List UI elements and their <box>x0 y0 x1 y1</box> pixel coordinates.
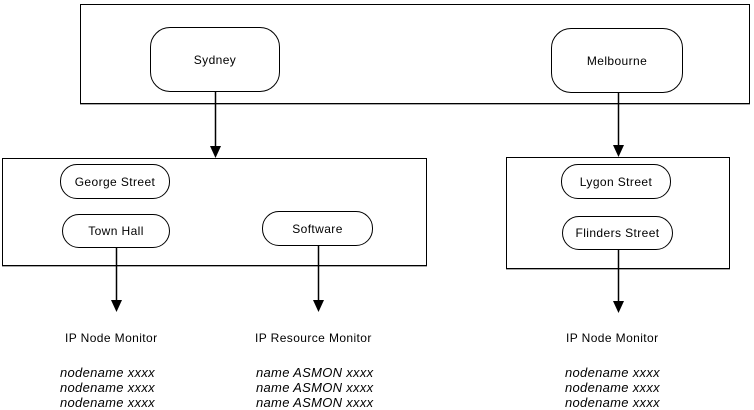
node-lygon-street-label: Lygon Street <box>579 174 653 189</box>
node-flinders-street: Flinders Street <box>562 216 673 250</box>
monitor-node-list: name ASMON xxxx name ASMON xxxx name ASM… <box>256 365 373 410</box>
monitor-town-hall: IP Node Monitor nodename xxxx nodename x… <box>60 331 158 410</box>
monitor-line: nodename xxxx <box>565 395 660 410</box>
monitor-node-list: nodename xxxx nodename xxxx nodename xxx… <box>565 365 660 410</box>
monitor-line: nodename xxxx <box>565 365 660 380</box>
node-software: Software <box>262 211 373 246</box>
node-george-street-label: George Street <box>74 174 156 189</box>
node-flinders-street-label: Flinders Street <box>575 226 660 240</box>
monitor-title: IP Node Monitor <box>566 331 659 345</box>
monitor-title: IP Node Monitor <box>65 331 158 345</box>
node-melbourne-label: Melbourne <box>586 53 648 68</box>
monitor-line: nodename xxxx <box>60 395 155 410</box>
monitor-line: nodename xxxx <box>565 380 660 395</box>
node-lygon-street: Lygon Street <box>561 164 671 199</box>
monitor-line: name ASMON xxxx <box>256 365 374 380</box>
node-software-label: Software <box>292 221 343 236</box>
monitor-line: nodename xxxx <box>60 380 155 395</box>
node-town-hall: Town Hall <box>62 214 170 248</box>
node-george-street: George Street <box>60 164 170 199</box>
monitor-node-list: nodename xxxx nodename xxxx nodename xxx… <box>60 365 158 410</box>
monitor-software: IP Resource Monitor name ASMON xxxx name… <box>255 331 373 410</box>
node-sydney: Sydney <box>150 27 280 92</box>
monitor-line: name ASMON xxxx <box>256 395 374 410</box>
monitor-flinders-street: IP Node Monitor nodename xxxx nodename x… <box>565 331 660 410</box>
node-melbourne: Melbourne <box>551 28 683 93</box>
node-town-hall-label: Town Hall <box>88 224 144 238</box>
monitor-title: IP Resource Monitor <box>255 331 372 345</box>
node-sydney-label: Sydney <box>193 52 237 67</box>
monitor-line: name ASMON xxxx <box>256 380 374 395</box>
monitor-line: nodename xxxx <box>60 365 155 380</box>
